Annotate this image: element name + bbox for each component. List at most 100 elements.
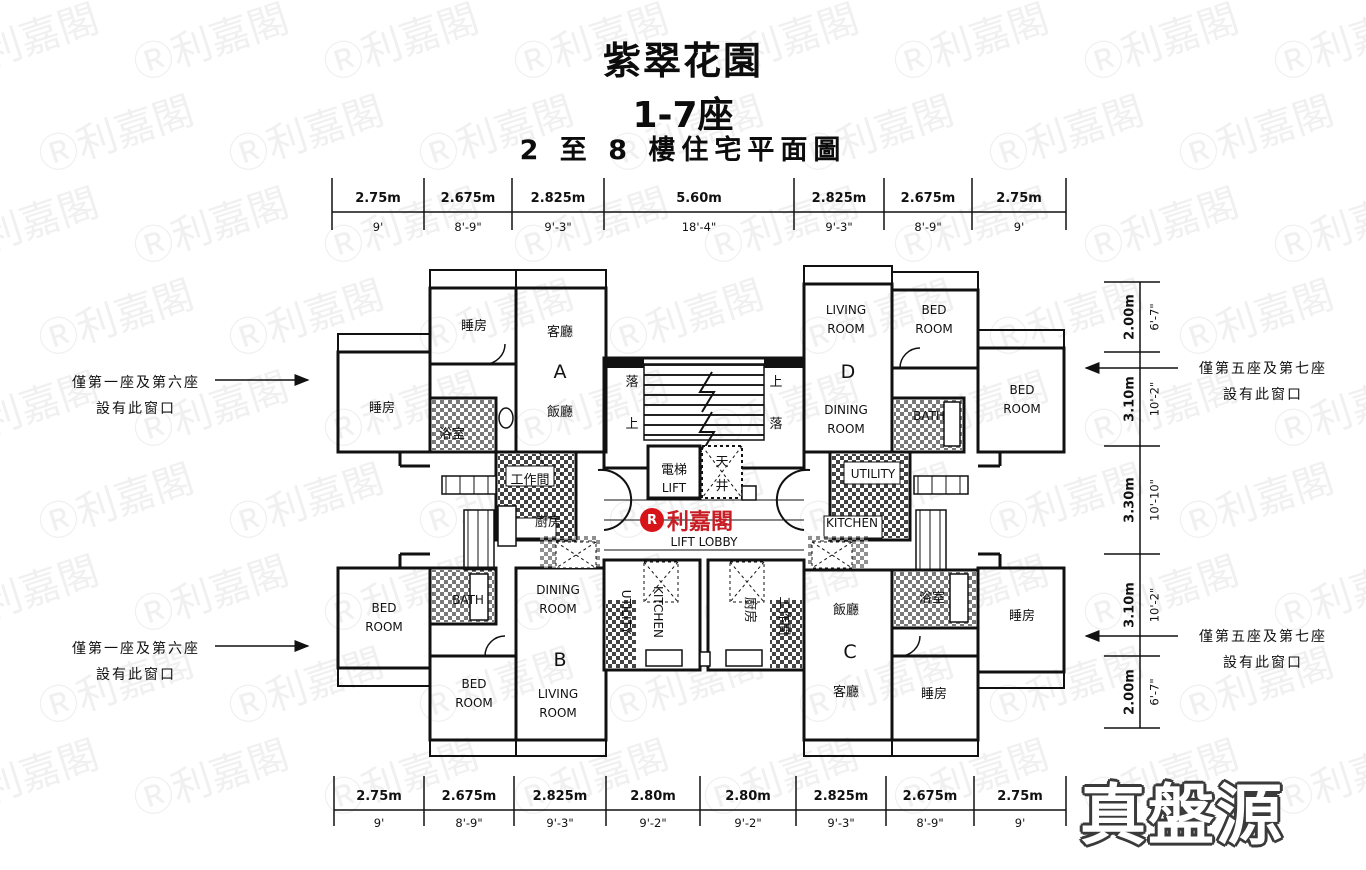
unit-c-labels: 飯廳 浴室 睡房 C 客廳 睡房 — [833, 590, 1035, 702]
dimension-metric: 2.825m — [814, 789, 869, 804]
room-label: 廚房 — [742, 597, 758, 623]
dimension-imperial: 9'-2" — [734, 816, 761, 830]
window-note-left-bottom: 僅第一座及第六座 設有此窗口 — [56, 636, 216, 688]
dimension-imperial: 10'-2" — [1148, 588, 1162, 623]
room-label: UTILITY — [851, 467, 896, 481]
dimension-imperial: 9'-3" — [825, 220, 852, 234]
note-line: 僅第五座及第七座 — [1199, 629, 1327, 645]
room-label: 客廳 — [833, 684, 859, 700]
dimension-imperial: 8'-9" — [916, 816, 943, 830]
room-label: 睡房 — [369, 400, 395, 416]
room-label: BED — [461, 677, 486, 691]
dimension-imperial: 9' — [1014, 220, 1024, 234]
central-core — [555, 356, 853, 672]
room-label: DINING — [536, 583, 580, 597]
room-label: 飯廳 — [833, 602, 859, 618]
dimension-imperial: 9'-3" — [827, 816, 854, 830]
room-label: BATH — [913, 409, 945, 423]
stair-label: 落 — [625, 375, 638, 390]
logo-text: 利嘉閣 — [667, 509, 734, 535]
room-label: ROOM — [455, 696, 493, 710]
stair-label: 上 — [625, 417, 638, 432]
note-line: 設有此窗口 — [1223, 387, 1303, 403]
dimension-imperial: 8'-9" — [454, 220, 481, 234]
room-label: KITCHEN — [651, 586, 665, 638]
dimension-imperial: 18'-4" — [682, 220, 717, 234]
window-note-left-top: 僅第一座及第六座 設有此窗口 — [56, 370, 216, 422]
block-title: 1-7座 — [632, 95, 734, 136]
room-label: ROOM — [915, 322, 953, 336]
dimension-imperial: 6'-7" — [1148, 678, 1162, 705]
dimension-imperial: 9'-3" — [544, 220, 571, 234]
top-dimension-chain: 2.75m 9' 2.675m 8'-9" 2.825m 9'-3" 5.60m 18'-4"… — [331, 178, 1067, 234]
unit-label: A — [554, 361, 567, 383]
dimension-metric: 2.75m — [355, 191, 401, 206]
unit-a-labels: 睡房 客廳 A 飯廳 睡房 浴室 工作間 廚房 — [369, 318, 573, 530]
dimension-metric: 2.00m — [1123, 294, 1138, 340]
room-label: 睡房 — [921, 686, 947, 702]
dimension-metric: 3.30m — [1123, 477, 1138, 523]
dimension-imperial: 6'-7" — [1148, 303, 1162, 330]
dimension-metric: 2.675m — [442, 789, 497, 804]
dimension-metric: 3.10m — [1123, 376, 1138, 422]
room-label: 飯廳 — [547, 404, 573, 420]
dimension-metric: 2.825m — [531, 191, 586, 206]
lift-lobby-label: LIFT LOBBY — [671, 535, 739, 549]
room-label: 浴室 — [439, 426, 465, 442]
dimension-metric: 2.80m — [630, 789, 676, 804]
dimension-imperial: 9' — [1015, 816, 1025, 830]
stair-label: 上 — [769, 375, 782, 390]
dimension-metric: 2.675m — [901, 191, 956, 206]
dimension-metric: 2.825m — [812, 191, 867, 206]
logo-icon: R — [640, 508, 664, 532]
brand-stamp: 真盤源 — [1080, 777, 1284, 854]
window-note-right-bottom: 僅第五座及第七座 設有此窗口 — [1180, 624, 1346, 676]
dimension-metric: 2.00m — [1123, 669, 1138, 715]
dimension-metric: 2.825m — [533, 789, 588, 804]
note-line: 設有此窗口 — [1223, 655, 1303, 671]
room-label: ROOM — [539, 706, 577, 720]
unit-b-labels: BED ROOM BATH DINING ROOM B BED ROOM LIV… — [365, 583, 580, 720]
room-label: BED — [921, 303, 946, 317]
dimension-imperial: 10'-2" — [1148, 382, 1162, 417]
unit-label: D — [841, 361, 856, 383]
room-label: KITCHEN — [826, 516, 878, 530]
dimension-imperial: 9' — [374, 816, 384, 830]
room-label: ROOM — [827, 322, 865, 336]
unit-label: B — [553, 649, 566, 671]
room-label: ROOM — [365, 620, 403, 634]
room-label: 工作間 — [776, 596, 791, 635]
core-labels: 落 上 上 落 電梯 LIFT 天 井 LIFT LOBBY KITCHEN U… — [619, 375, 791, 638]
dimension-imperial: 9'-2" — [639, 816, 666, 830]
note-line: 設有此窗口 — [96, 401, 176, 417]
shaft-label: 井 — [715, 479, 728, 494]
dimension-metric: 2.675m — [903, 789, 958, 804]
dimension-metric: 3.10m — [1123, 582, 1138, 628]
room-label: BED — [1009, 383, 1034, 397]
note-arrows — [215, 362, 1178, 652]
room-label: ROOM — [1003, 402, 1041, 416]
room-label: BATH — [452, 593, 484, 607]
dimension-imperial: 9'-3" — [546, 816, 573, 830]
room-label: 工作間 — [510, 473, 549, 488]
room-label: 睡房 — [1009, 608, 1035, 624]
dimension-imperial: 8'-9" — [914, 220, 941, 234]
dimension-imperial: 8'-9" — [455, 816, 482, 830]
note-line: 僅第五座及第七座 — [1199, 361, 1327, 377]
note-line: 僅第一座及第六座 — [72, 375, 200, 391]
unit-a — [336, 269, 608, 571]
plan-subtitle: 2 至 8 樓住宅平面圖 — [519, 135, 847, 166]
room-label: 睡房 — [461, 318, 487, 334]
dimension-imperial: 9' — [373, 220, 383, 234]
lift-label: LIFT — [662, 481, 687, 495]
dimension-metric: 2.80m — [725, 789, 771, 804]
window-note-right-top: 僅第五座及第七座 設有此窗口 — [1180, 356, 1346, 408]
room-label: LIVING — [826, 303, 866, 317]
unit-d — [802, 265, 1066, 571]
room-label: 客廳 — [547, 324, 573, 340]
unit-label: C — [843, 641, 856, 663]
room-label: BED — [371, 601, 396, 615]
room-label: ROOM — [539, 602, 577, 616]
dimension-metric: 5.60m — [676, 191, 722, 206]
